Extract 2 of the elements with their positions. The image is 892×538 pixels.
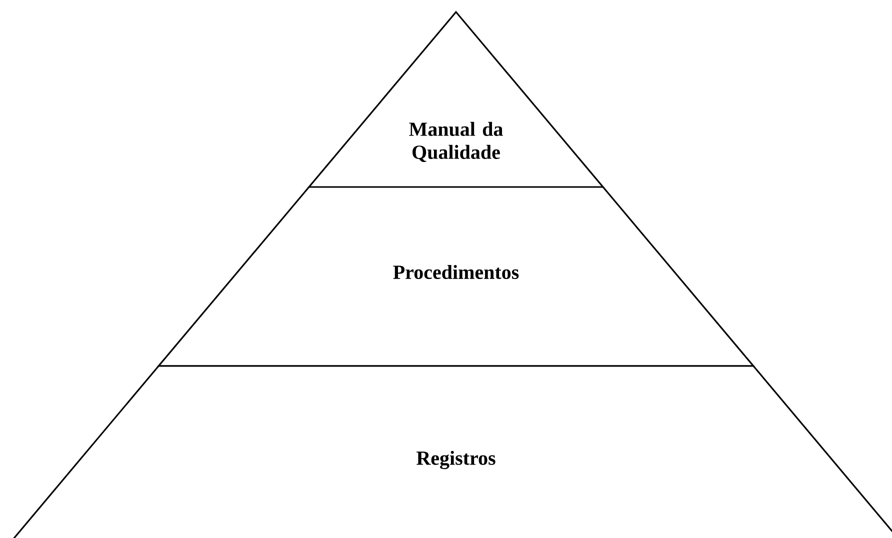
pyramid-level: Procedimentos bbox=[156, 186, 756, 367]
pyramid-level: Registros bbox=[8, 365, 892, 538]
